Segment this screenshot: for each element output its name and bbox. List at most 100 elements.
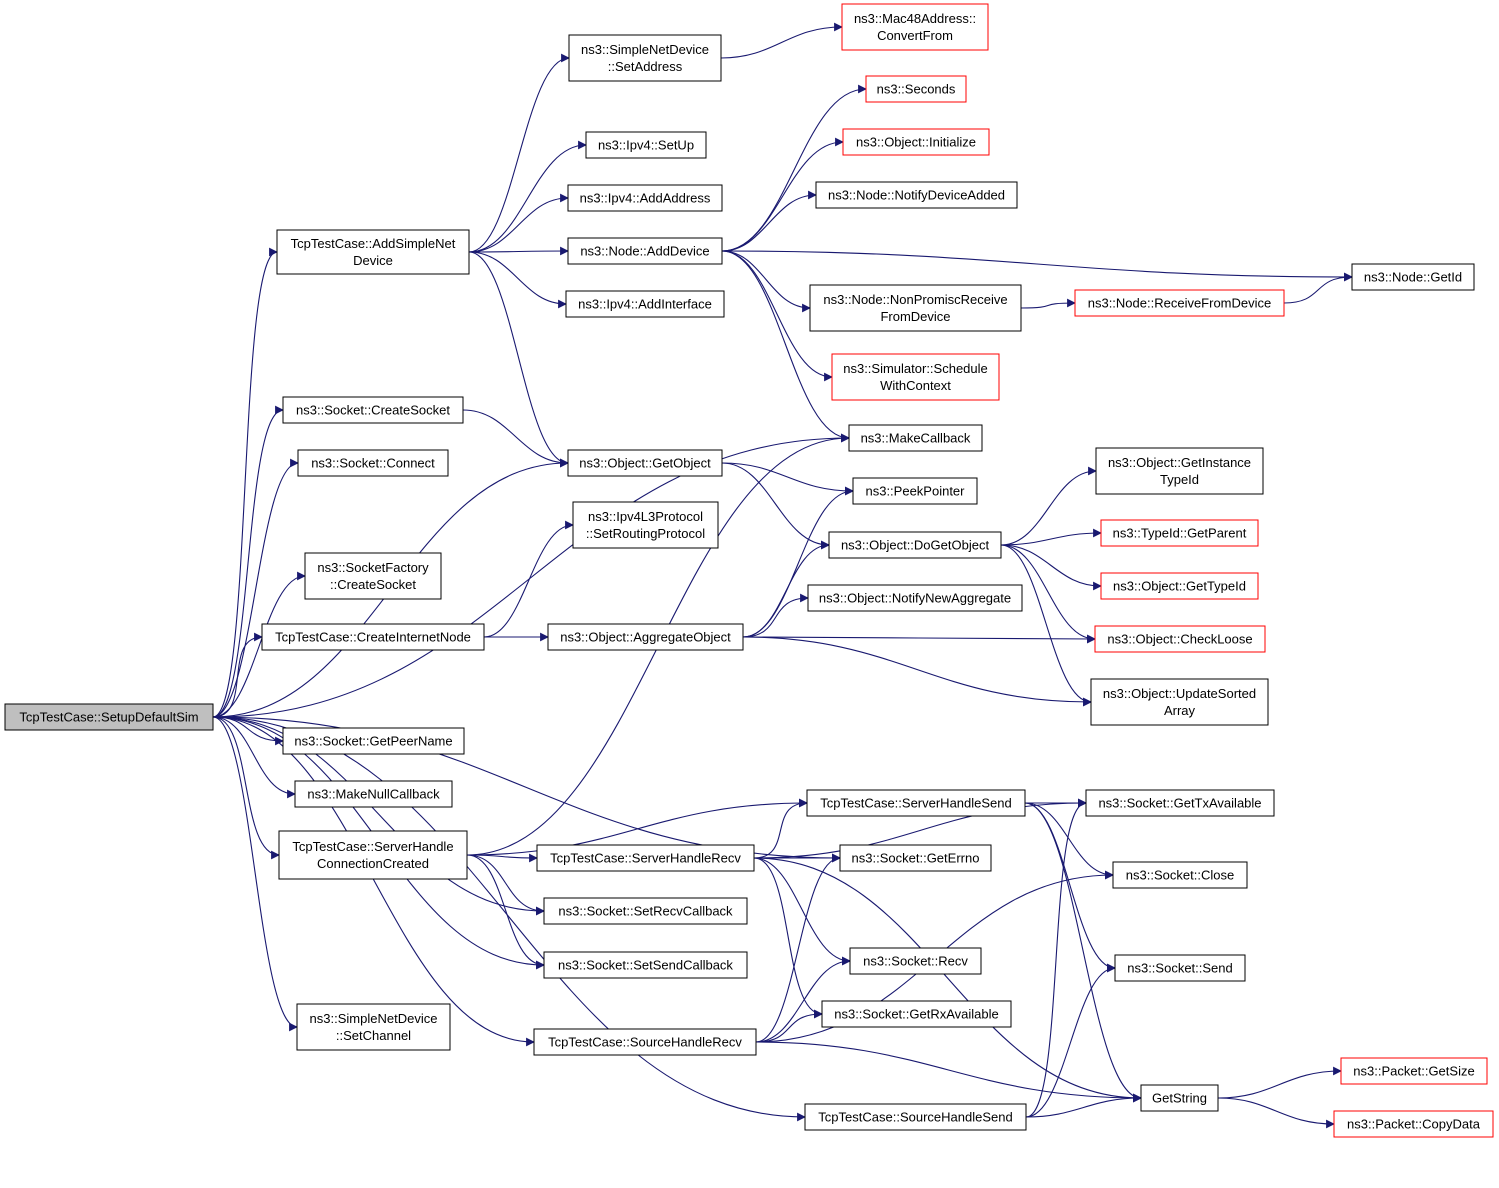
node-socket-get-tx-available[interactable]: ns3::Socket::GetTxAvailable [1085,789,1275,817]
node-label: ns3::SocketFactory [317,560,429,575]
node-socket-create-socket[interactable]: ns3::Socket::CreateSocket [282,396,464,424]
node-server-handle-connection-created[interactable]: TcpTestCase::ServerHandleConnectionCreat… [278,830,468,880]
node-socket-set-send-callback[interactable]: ns3::Socket::SetSendCallback [543,951,748,979]
node-box [297,449,449,477]
node-label: ::CreateSocket [330,577,416,592]
node-make-null-callback[interactable]: ns3::MakeNullCallback [294,780,453,808]
node-socket-close[interactable]: ns3::Socket::Close [1112,861,1248,889]
edge-node-add-device-to-node-non-promisc-receive [721,250,811,313]
node-typeid-get-parent[interactable]: ns3::TypeId::GetParent [1100,519,1259,547]
node-packet-get-size[interactable]: ns3::Packet::GetSize [1340,1057,1488,1085]
edge-node-add-device-to-seconds [721,84,867,252]
node-label: TcpTestCase::CreateInternetNode [275,630,471,645]
node-label: ns3::Socket::Recv [863,954,968,969]
node-simple-net-device-set-address[interactable]: ns3::SimpleNetDevice::SetAddress [568,34,722,82]
node-server-handle-send[interactable]: TcpTestCase::ServerHandleSend [806,789,1026,817]
node-label: TcpTestCase::SetupDefaultSim [19,710,198,725]
node-source-handle-recv[interactable]: TcpTestCase::SourceHandleRecv [533,1028,757,1056]
node-label: ns3::Socket::GetErrno [852,851,980,866]
node-label: ns3::Object::UpdateSorted [1103,686,1256,701]
node-node-add-device[interactable]: ns3::Node::AddDevice [567,237,723,265]
edge-setup-default-sim-to-add-simple-net-device [212,247,278,718]
node-socket-get-errno[interactable]: ns3::Socket::GetErrno [839,844,992,872]
node-object-get-type-id[interactable]: ns3::Object::GetTypeId [1100,572,1259,600]
node-label: ::SetChannel [336,1028,411,1043]
node-box [807,584,1023,612]
node-box [842,128,990,156]
edge-object-do-get-object-to-object-update-sorted-array [1000,544,1092,707]
node-box [809,284,1022,332]
node-box [1100,572,1259,600]
node-socket-connect[interactable]: ns3::Socket::Connect [297,449,449,477]
node-socket-get-rx-available[interactable]: ns3::Socket::GetRxAvailable [821,1000,1012,1028]
node-socket-send[interactable]: ns3::Socket::Send [1114,954,1246,982]
node-box [865,75,967,103]
node-server-handle-recv[interactable]: TcpTestCase::ServerHandleRecv [536,844,755,872]
node-label: ::SetAddress [608,59,683,74]
node-label: ns3::TypeId::GetParent [1113,526,1247,541]
node-label: ns3::Ipv4L3Protocol [588,509,703,524]
node-socket-recv[interactable]: ns3::Socket::Recv [849,947,982,975]
node-object-get-object[interactable]: ns3::Object::GetObject [567,449,723,477]
node-get-string[interactable]: GetString [1140,1084,1219,1112]
node-box [1340,1057,1488,1085]
node-ipv4l3-set-routing-protocol[interactable]: ns3::Ipv4L3Protocol::SetRoutingProtocol [572,501,719,549]
node-make-callback[interactable]: ns3::MakeCallback [848,424,983,452]
node-label: Array [1164,703,1196,718]
node-node-receive-from-device[interactable]: ns3::Node::ReceiveFromDevice [1074,289,1285,317]
node-label: ns3::Socket::GetRxAvailable [834,1007,999,1022]
node-box [815,181,1018,209]
node-simple-net-device-set-channel[interactable]: ns3::SimpleNetDevice::SetChannel [296,1003,451,1051]
edge-object-do-get-object-to-object-check-loose [1000,544,1096,644]
node-socket-get-peer-name[interactable]: ns3::Socket::GetPeerName [282,727,465,755]
edge-object-aggregate-object-to-object-notify-new-aggregate [742,593,809,638]
node-seconds[interactable]: ns3::Seconds [865,75,967,103]
node-box [547,623,744,651]
edge-node-add-device-to-node-notify-device-added [721,190,817,252]
node-node-notify-device-added[interactable]: ns3::Node::NotifyDeviceAdded [815,181,1018,209]
node-ipv4-add-interface[interactable]: ns3::Ipv4::AddInterface [565,290,725,318]
node-object-do-get-object[interactable]: ns3::Object::DoGetObject [828,531,1002,559]
node-box [1074,289,1285,317]
node-peek-pointer[interactable]: ns3::PeekPointer [852,477,978,505]
node-label: ns3::Socket::Send [1127,961,1233,976]
node-socketfactory-create-socket[interactable]: ns3::SocketFactory::CreateSocket [304,552,442,600]
node-label: GetString [1152,1091,1207,1106]
node-ipv4-add-address[interactable]: ns3::Ipv4::AddAddress [567,184,723,212]
node-ipv4-set-up[interactable]: ns3::Ipv4::SetUp [585,131,707,159]
node-source-handle-send[interactable]: TcpTestCase::SourceHandleSend [804,1103,1027,1131]
node-box [282,727,465,755]
node-object-initialize[interactable]: ns3::Object::Initialize [842,128,990,156]
edge-source-handle-send-to-get-string [1025,1093,1142,1118]
node-label: ns3::Ipv4::SetUp [598,138,694,153]
node-object-check-loose[interactable]: ns3::Object::CheckLoose [1094,625,1266,653]
node-label: ns3::Packet::CopyData [1347,1117,1481,1132]
node-label: ns3::Seconds [877,82,956,97]
node-socket-set-recv-callback[interactable]: ns3::Socket::SetRecvCallback [543,897,748,925]
node-box [568,34,722,82]
node-setup-default-sim[interactable]: TcpTestCase::SetupDefaultSim [4,703,214,731]
node-create-internet-node[interactable]: TcpTestCase::CreateInternetNode [261,623,485,651]
node-packet-copy-data[interactable]: ns3::Packet::CopyData [1333,1110,1494,1138]
node-label: ns3::MakeCallback [861,431,971,446]
node-label: ns3::Socket::SetRecvCallback [558,904,733,919]
edge-node-add-device-to-node-get-id [721,250,1353,282]
edge-object-do-get-object-to-object-get-instance-type-id [1000,466,1097,546]
node-label: ns3::Ipv4::AddInterface [578,297,712,312]
node-box [848,424,983,452]
node-node-get-id[interactable]: ns3::Node::GetId [1351,263,1475,291]
edge-setup-default-sim-to-socket-connect [212,458,299,718]
node-label: ns3::Mac48Address:: [854,11,976,26]
node-mac48-convert-from[interactable]: ns3::Mac48Address::ConvertFrom [841,3,989,51]
node-box [828,531,1002,559]
node-object-aggregate-object[interactable]: ns3::Object::AggregateObject [547,623,744,651]
node-object-notify-new-aggregate[interactable]: ns3::Object::NotifyNewAggregate [807,584,1023,612]
edge-add-simple-net-device-to-node-add-device [468,246,569,256]
edge-server-handle-recv-to-get-string [753,857,1142,1103]
node-box [567,449,723,477]
